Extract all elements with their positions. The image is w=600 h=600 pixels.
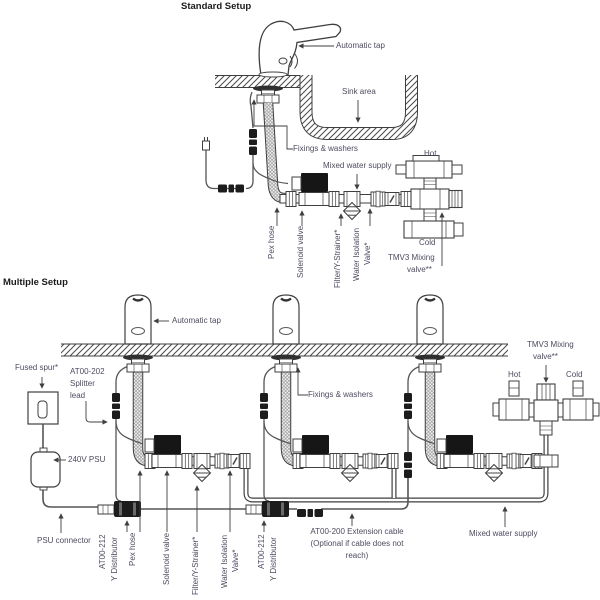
multiple-setup-graphic bbox=[27, 293, 600, 533]
standard-setup-graphic bbox=[202, 20, 464, 266]
label-isolation-mult-2: Valve* bbox=[231, 549, 240, 572]
multiple-annotation-arrows bbox=[39, 318, 549, 533]
sensor-cable-graphic bbox=[202, 91, 289, 193]
label-sink-area: Sink area bbox=[342, 87, 376, 96]
label-cold-mult: Cold bbox=[566, 370, 583, 379]
label-fixings-washers-mult: Fixings & washers bbox=[308, 390, 373, 399]
label-splitter-2: Splitter bbox=[70, 379, 95, 388]
sensor-waves-icon bbox=[278, 53, 298, 69]
tmv3-valve-multiple-graphic bbox=[492, 380, 600, 468]
label-ydist2-2: Y Distributor bbox=[269, 537, 278, 581]
label-psu-connector: PSU connector bbox=[37, 536, 91, 545]
label-pex-hose-std: Pex hose bbox=[267, 225, 276, 259]
mixed-water-supply-pipe-graphic bbox=[243, 434, 549, 503]
label-ydist1-2: Y Distributor bbox=[110, 537, 119, 581]
tap3-assembly bbox=[404, 293, 542, 481]
label-fused-spur: Fused spur* bbox=[15, 363, 59, 372]
label-pex-hose-mult: Pex hose bbox=[128, 532, 137, 566]
label-isolation-mult-1: Water Isolation bbox=[220, 534, 229, 588]
label-automatic-tap-std: Automatic tap bbox=[336, 41, 385, 50]
tap1-assembly bbox=[97, 293, 250, 518]
label-tmv3-mult-1: TMV3 Mixing bbox=[527, 340, 574, 349]
fused-spur-graphic bbox=[27, 391, 59, 425]
automatic-tap-3 bbox=[415, 293, 445, 346]
y-distributor-2 bbox=[245, 500, 290, 518]
tap3-pipe-chain bbox=[437, 435, 542, 481]
label-ydist1-1: AT00-212 bbox=[98, 534, 107, 569]
standard-pipe-chain-graphic bbox=[279, 172, 414, 220]
label-strainer-mult: Filter/Y-Strainer* bbox=[191, 536, 200, 595]
automatic-tap-1 bbox=[123, 293, 153, 346]
label-extension-2: (Optional if cable does not bbox=[310, 539, 404, 548]
label-extension-3: reach) bbox=[345, 551, 369, 560]
label-fixings-washers-std: Fixings & washers bbox=[293, 144, 358, 153]
label-tmv3-std-2: valve** bbox=[407, 265, 432, 274]
sink-counter-graphic bbox=[215, 75, 418, 140]
tap2-pipe-chain bbox=[293, 435, 398, 481]
label-solenoid-std: Solenoid valve bbox=[296, 225, 305, 278]
automatic-tap-2 bbox=[271, 293, 301, 346]
label-automatic-tap-mult: Automatic tap bbox=[172, 316, 221, 325]
power-plug-icon bbox=[202, 137, 210, 151]
isolation-valve-graphic bbox=[384, 191, 400, 207]
label-splitter-3: lead bbox=[70, 391, 86, 400]
label-strainer-std: Filter/Y-Strainer* bbox=[333, 229, 342, 288]
label-hot-std: Hot bbox=[424, 149, 437, 158]
label-isolation-std-1: Water Isolation bbox=[352, 227, 361, 281]
label-extension-1: AT00-200 Extension cable bbox=[310, 527, 404, 536]
tmv3-valve-graphic bbox=[395, 155, 464, 239]
standard-annotation-arrows bbox=[251, 43, 445, 266]
y-strainer-graphic bbox=[343, 191, 361, 220]
label-tmv3-mult-2: valve** bbox=[533, 352, 558, 361]
label-ydist2-1: AT00-212 bbox=[257, 534, 266, 569]
label-hot-mult: Hot bbox=[508, 370, 521, 379]
multiple-setup-title: Multiple Setup bbox=[3, 277, 68, 288]
tap1-pipe-chain bbox=[145, 435, 250, 481]
standard-tap-graphic bbox=[258, 20, 342, 78]
label-isolation-std-2: Valve* bbox=[363, 242, 372, 265]
label-cold-std: Cold bbox=[419, 238, 436, 247]
label-mixed-water-mult: Mixed water supply bbox=[469, 529, 538, 538]
label-tmv3-std-1: TMV3 Mixing bbox=[388, 253, 435, 262]
standard-setup-title: Standard Setup bbox=[181, 1, 252, 12]
y-distributor-1 bbox=[97, 500, 142, 518]
label-solenoid-mult: Solenoid valve bbox=[162, 532, 171, 585]
label-splitter-1: AT00-202 bbox=[70, 367, 105, 376]
label-mixed-water-std: Mixed water supply bbox=[323, 161, 392, 170]
tap2-assembly bbox=[245, 293, 398, 518]
braided-hose-graphic bbox=[262, 102, 292, 204]
psu-graphic bbox=[30, 424, 98, 508]
fixing-nut-graphic bbox=[252, 85, 284, 104]
label-psu: 240V PSU bbox=[68, 455, 106, 464]
extension-cable-graphic bbox=[289, 452, 412, 517]
